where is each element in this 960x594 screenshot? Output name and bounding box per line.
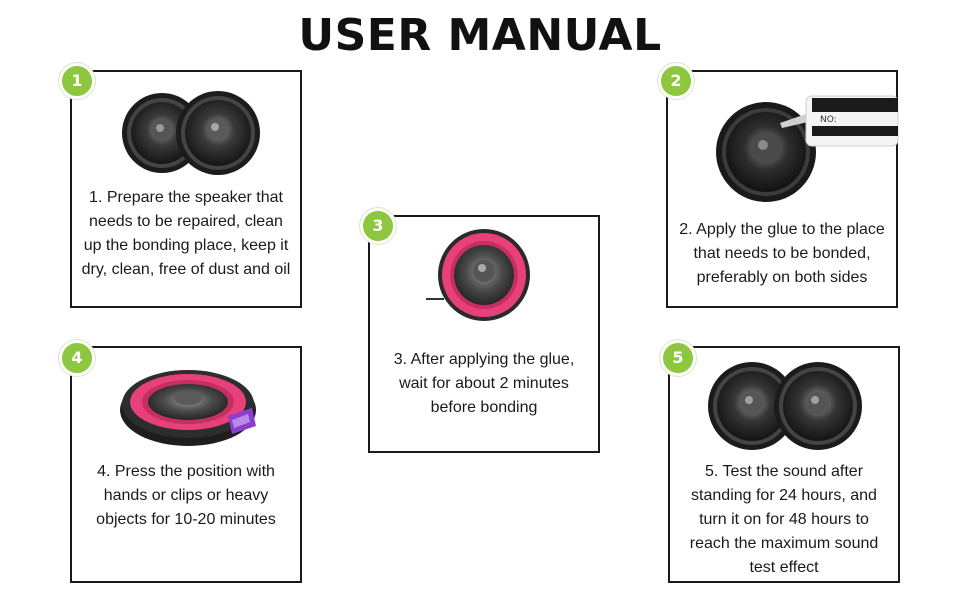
glue-tube: NO:	[780, 95, 899, 147]
step-4-card: 4. Press the position with hands or clip…	[70, 346, 302, 583]
step-1-card: 1. Prepare the speaker that needs to be …	[70, 70, 302, 308]
step-1-badge: 1	[59, 63, 95, 99]
speaker-glue-illustration: NO:	[704, 90, 900, 202]
step-5-badge: 5	[660, 340, 696, 376]
step-5-text: 5. Test the sound after standing for 24 …	[689, 463, 879, 576]
step-2-badge: 2	[658, 63, 694, 99]
speaker-left	[708, 362, 796, 450]
speaker-press-illustration	[116, 358, 266, 450]
step-4-text: 4. Press the position with hands or clip…	[96, 463, 276, 528]
speaker-right	[774, 362, 862, 450]
step-3-text: 3. After applying the glue, wait for abo…	[393, 351, 575, 416]
step-4-badge: 4	[59, 340, 95, 376]
step-3-badge: 3	[360, 208, 396, 244]
speaker	[716, 102, 816, 202]
speaker-pair-test-illustration	[704, 356, 868, 454]
speaker-right	[176, 91, 260, 175]
page-title: USER MANUAL	[298, 10, 662, 61]
step-2-card: NO: 2. Apply the glue to the place that …	[666, 70, 900, 308]
step-3-card: 3. After applying the glue, wait for abo…	[368, 215, 600, 453]
step-5-card: 5. Test the sound after standing for 24 …	[668, 346, 900, 583]
step-2-text: 2. Apply the glue to the place that need…	[679, 221, 885, 286]
glue-tube-label: NO:	[820, 115, 837, 125]
speaker-pair-illustration	[114, 88, 264, 178]
step-1-text: 1. Prepare the speaker that needs to be …	[81, 189, 291, 278]
speaker-glued-illustration	[422, 227, 542, 327]
